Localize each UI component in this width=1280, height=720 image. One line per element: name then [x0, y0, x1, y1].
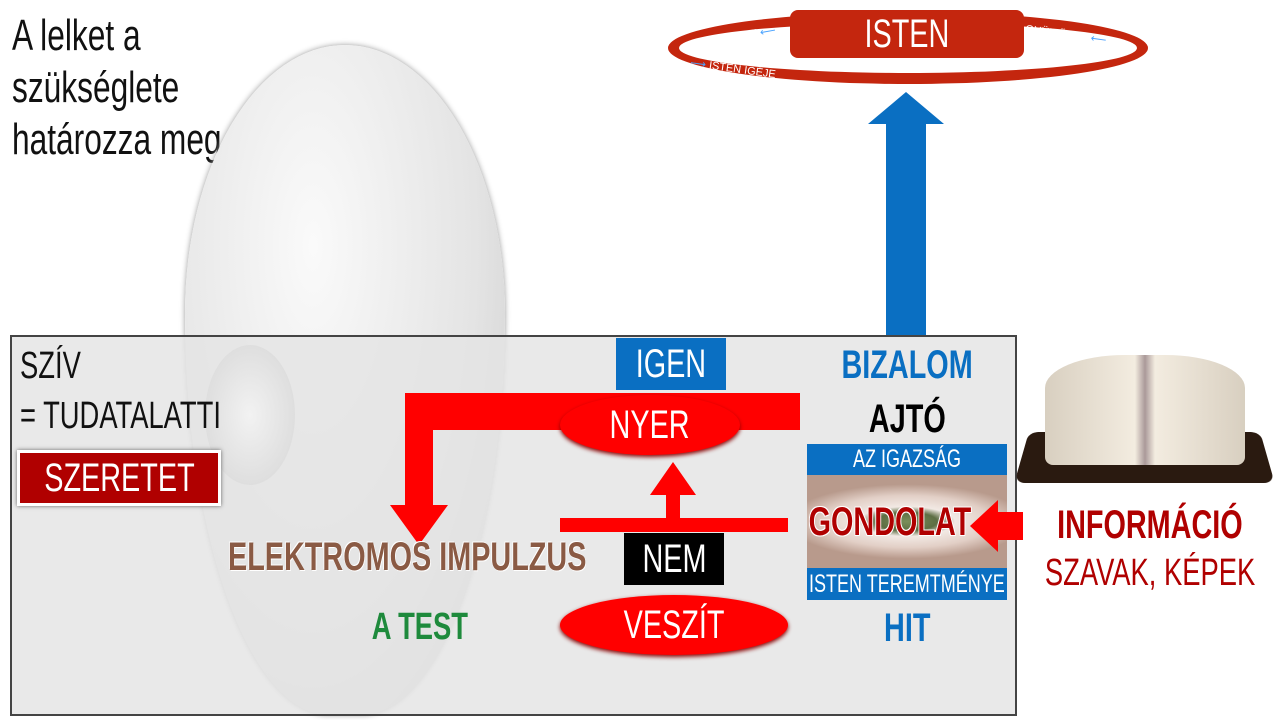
informacio-label: INFORMÁCIÓ — [1057, 502, 1243, 547]
gondolat-label: GONDOLAT — [808, 499, 972, 544]
up-arrow-shaft — [886, 120, 926, 335]
left-arrow-shaft — [995, 512, 1023, 540]
up-arrow-head-icon — [868, 92, 944, 124]
igazsag-bar: AZ IGAZSÁG — [807, 444, 1007, 475]
ajto-label: AJTÓ — [868, 396, 946, 441]
left-arrow-head-icon — [970, 500, 998, 552]
up-small-arrow-head-icon — [650, 462, 696, 495]
down-arrow-head-icon — [390, 505, 448, 545]
slide-title: A lelket a szükséglete határozza meg — [12, 10, 303, 166]
teremtmeny-bar: ISTEN TEREMTMÉNYE — [807, 568, 1007, 600]
title-line: szükséglete — [12, 63, 180, 112]
szeretet-box: SZERETET — [17, 450, 221, 506]
up-small-arrow-shaft — [666, 494, 680, 524]
veszit-ellipse: VESZÍT — [560, 595, 788, 655]
hit-label: HIT — [883, 605, 931, 650]
igen-box: IGEN — [616, 338, 726, 390]
bizalom-label: BIZALOM — [841, 342, 973, 387]
szavak-label: SZAVAK, KÉPEK — [1044, 551, 1256, 594]
red-bar-down — [405, 393, 433, 508]
nem-box: NEM — [624, 533, 724, 585]
title-line: A lelket a — [12, 11, 141, 60]
title-line: határozza meg — [12, 115, 222, 164]
sziv-label: SZÍV — [20, 345, 81, 387]
nyer-ellipse: NYER — [560, 395, 740, 455]
threshold-bar — [560, 518, 788, 532]
test-label: A TEST — [371, 605, 469, 648]
isten-box: ISTEN — [790, 10, 1024, 58]
impulzus-label: ELEKTROMOS IMPULZUS — [228, 535, 587, 579]
tudatalatti-label: = TUDATALATTI — [20, 395, 221, 437]
open-bible-icon — [1045, 355, 1245, 465]
